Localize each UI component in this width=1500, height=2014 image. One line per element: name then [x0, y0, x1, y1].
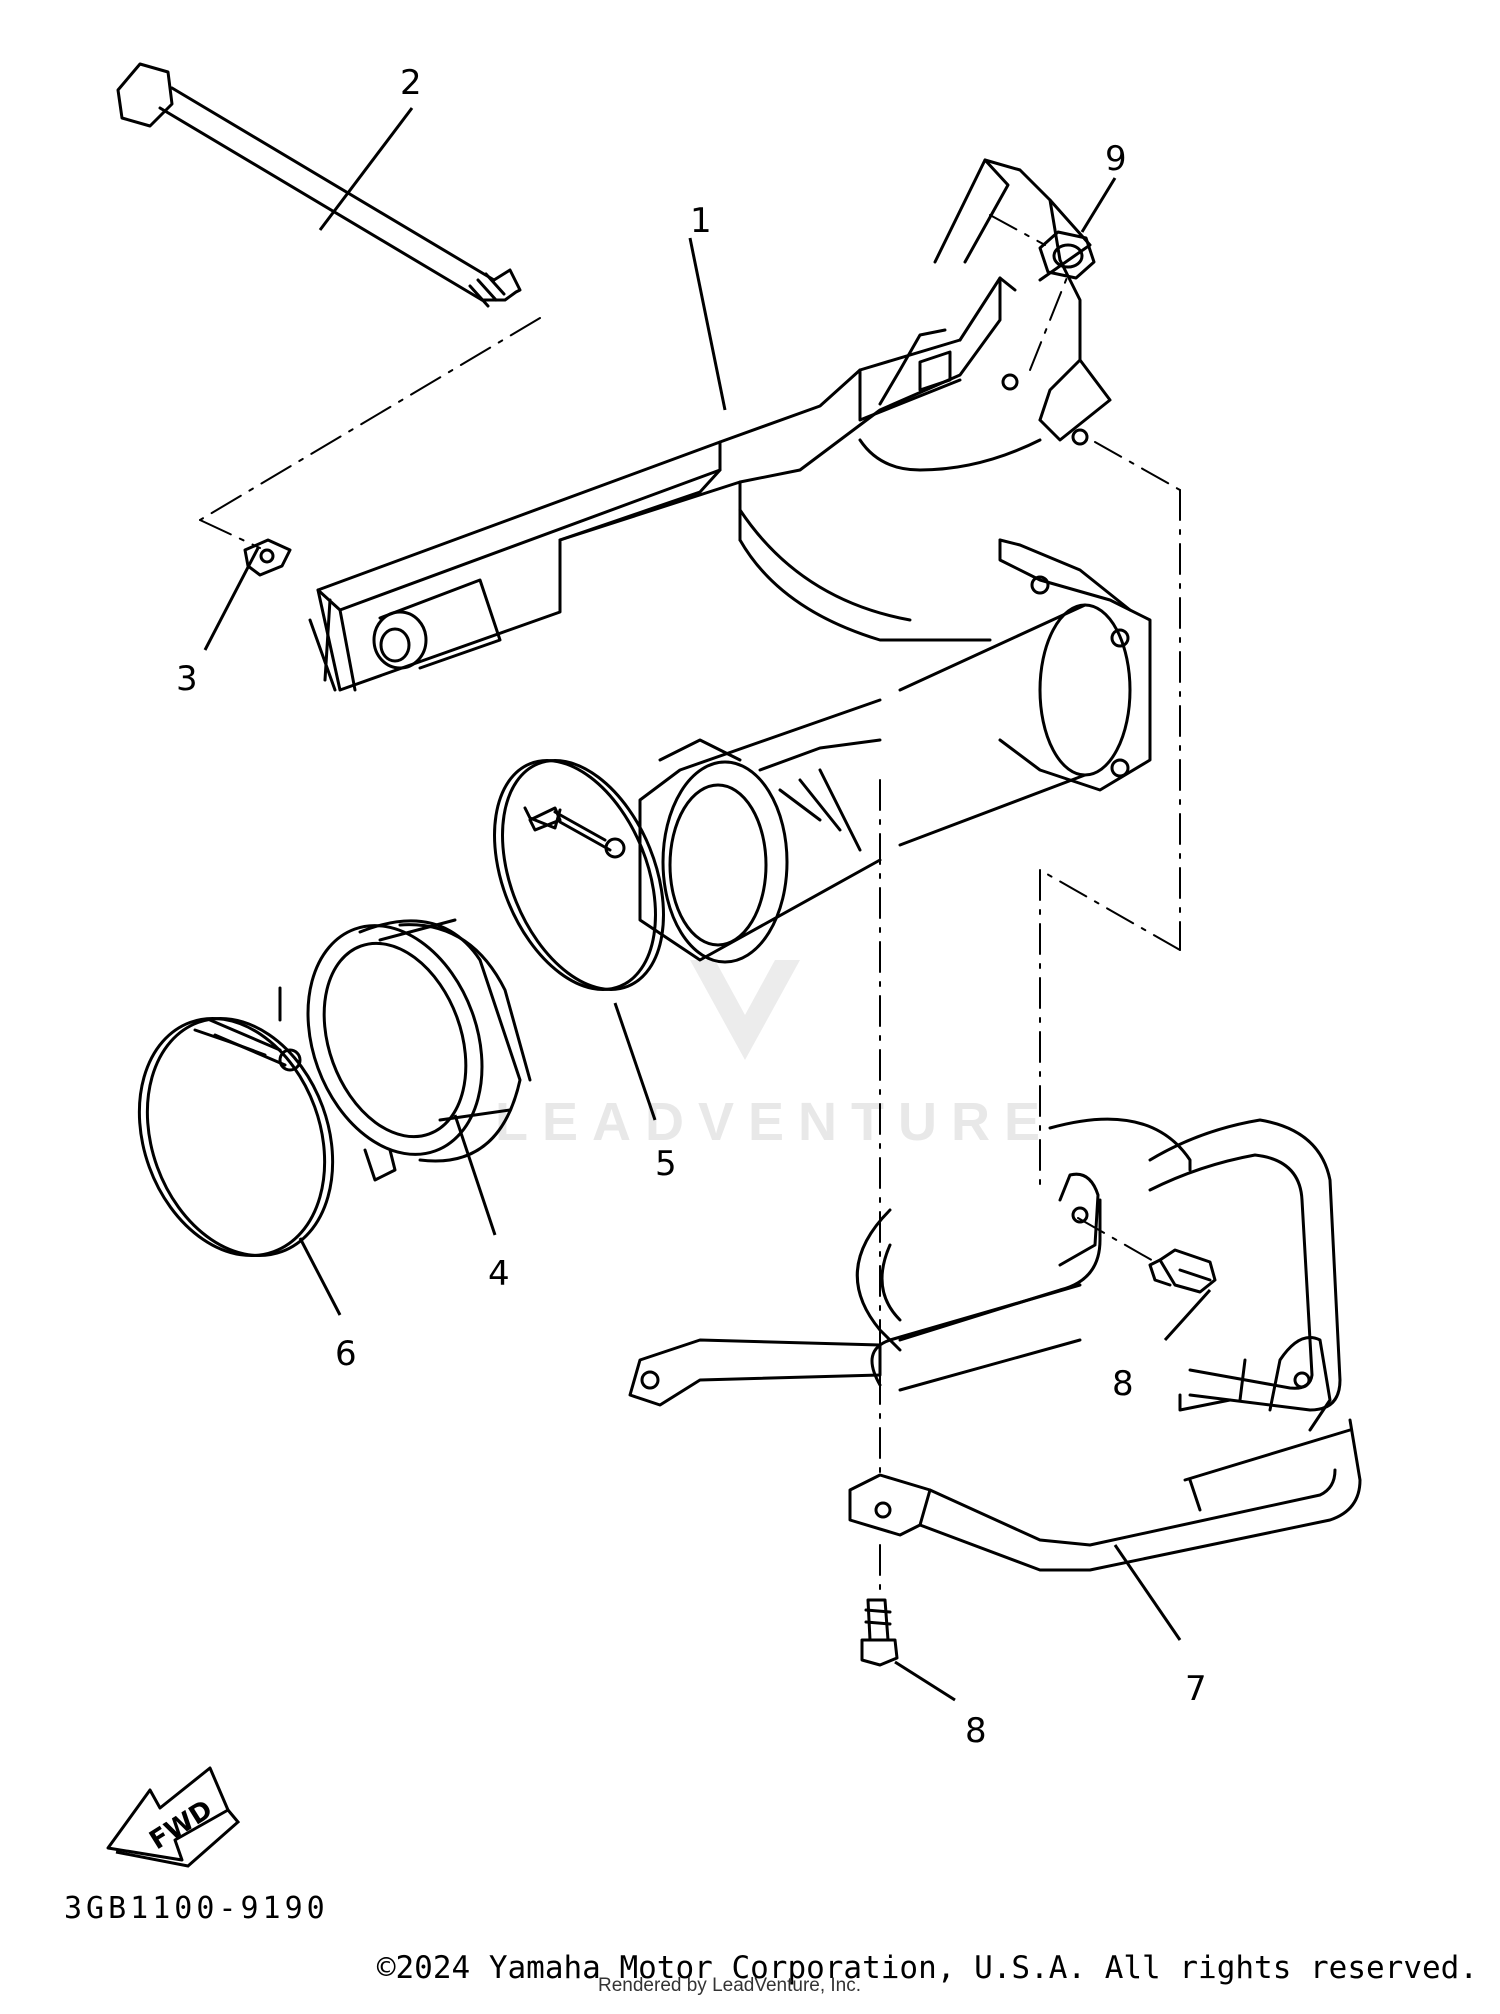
callout-6: 6 [335, 1334, 357, 1374]
callout-labels: 1 2 3 4 5 6 7 8 8 9 [176, 63, 1207, 1751]
bolt-8-upper-part [1148, 1248, 1217, 1294]
watermark-text: LEADVENTURE [495, 1092, 1054, 1152]
swingarm-part [308, 158, 1112, 692]
rendered-by-text: Rendered by LeadVenture, Inc. [598, 1975, 862, 1996]
leadventure-watermark: LEADVENTURE [495, 960, 1054, 1152]
fwd-arrow-icon: FWD [106, 1766, 241, 1868]
clamp-5-part [493, 759, 665, 991]
callout-8-upper: 8 [1112, 1364, 1134, 1404]
callout-5: 5 [655, 1144, 677, 1184]
callout-1: 1 [690, 201, 712, 241]
leader-lines [203, 107, 1212, 1702]
diagram-code: 3GB1100-9190 [64, 1891, 329, 1926]
nut-9-part [1038, 230, 1096, 280]
copyright-text: ©2024 Yamaha Motor Corporation, U.S.A. A… [376, 1950, 1478, 1986]
axle-housing-part [638, 538, 1152, 964]
boot-part [306, 918, 532, 1182]
callout-7: 7 [1185, 1669, 1207, 1709]
callout-3: 3 [176, 659, 198, 699]
pivot-bolt-part [116, 62, 522, 308]
callout-8-lower: 8 [965, 1711, 987, 1751]
bolt-8-lower-part [860, 1598, 899, 1667]
clamp-6-part [137, 986, 335, 1258]
callout-4: 4 [488, 1254, 510, 1294]
guard-part [628, 1117, 1362, 1572]
callout-9: 9 [1105, 139, 1127, 179]
callout-2: 2 [400, 63, 422, 103]
